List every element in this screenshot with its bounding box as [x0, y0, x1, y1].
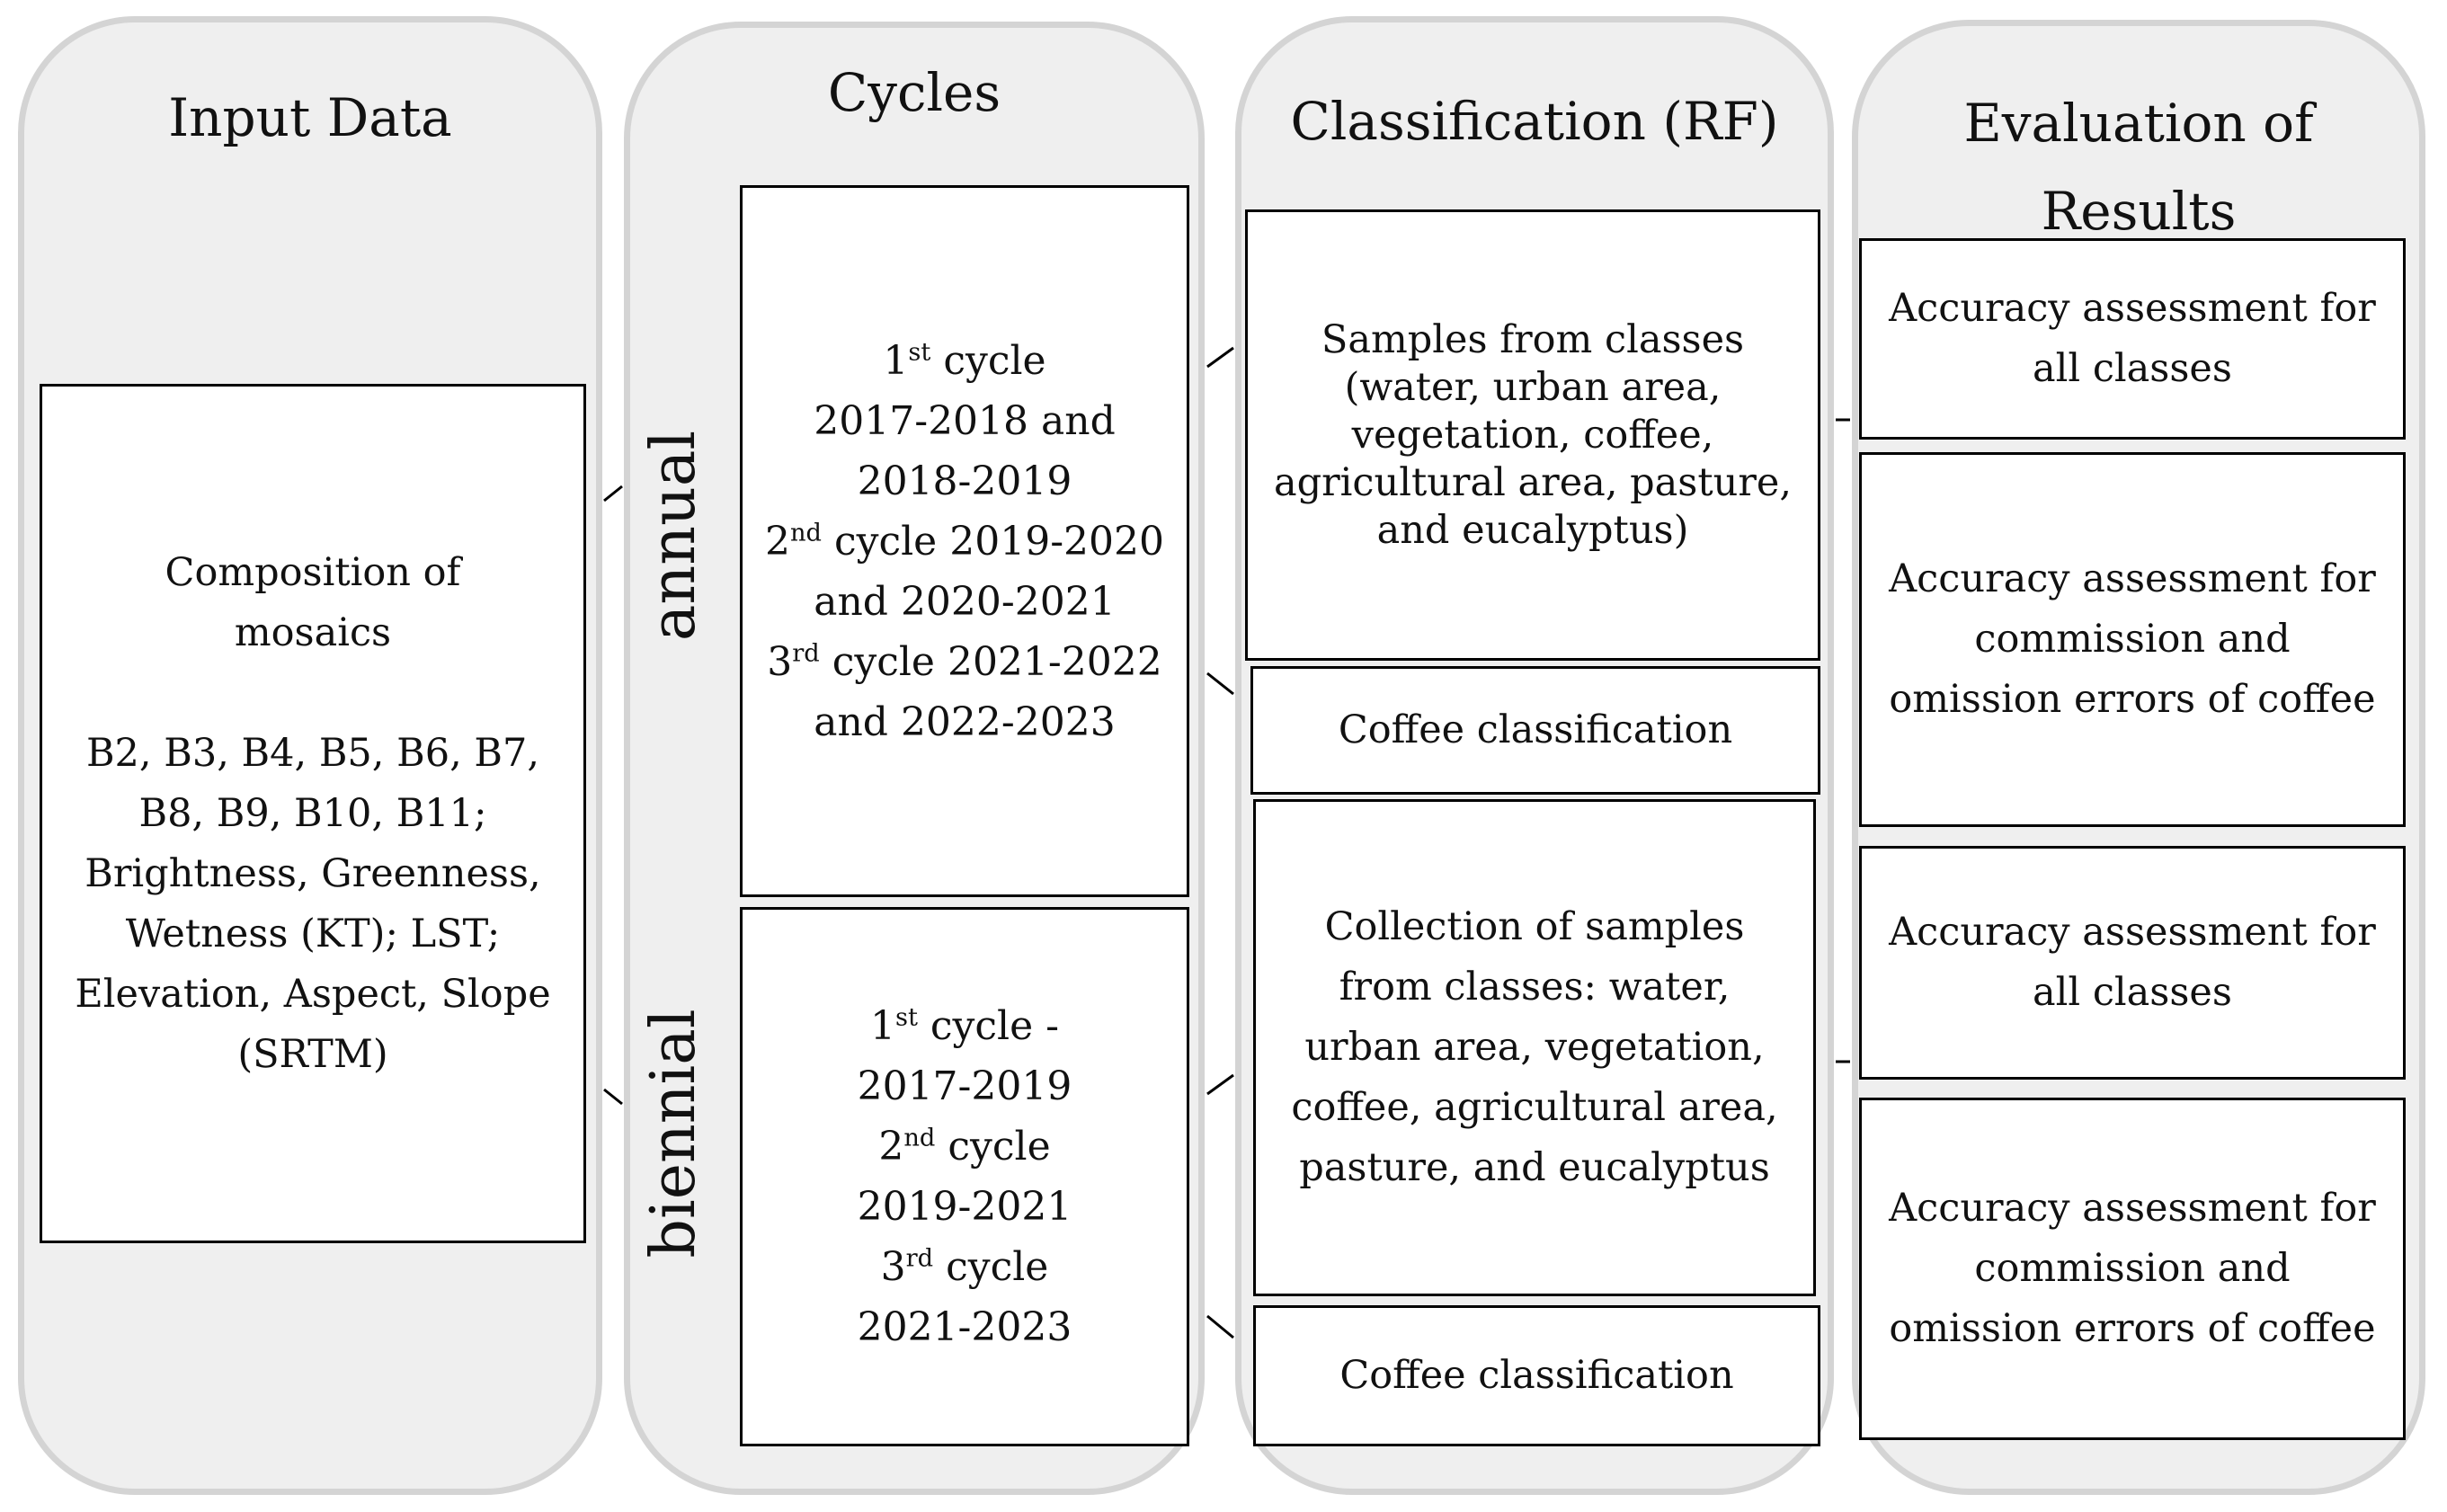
input-data-title: Input Data — [168, 87, 452, 148]
evaluation-line: all classes — [2033, 970, 2232, 1015]
evaluation-line: Accuracy assessment for — [1889, 910, 2376, 955]
biennial-coffee-classification-box: Coffee classification — [1253, 1305, 1820, 1446]
band-line: Brightness, Greenness, — [85, 850, 541, 896]
band-line: B2, B3, B4, B5, B6, B7, — [85, 730, 540, 776]
samples-line: (water, urban area, — [1344, 364, 1722, 410]
evaluation-box-coffee-errors-annual: Accuracy assessment for commission and o… — [1859, 452, 2406, 827]
cycle-line: 1st cycle - — [869, 1003, 1060, 1049]
evaluation-line: omission errors of coffee — [1889, 1306, 2376, 1351]
evaluation-line: Accuracy assessment for — [1889, 556, 2376, 601]
cycle-line: and 2020-2021 — [814, 578, 1116, 625]
samples-line: Samples from classes — [1321, 316, 1745, 362]
cycle-line: 2021-2023 — [857, 1304, 1072, 1350]
mosaic-line: Composition of — [165, 549, 461, 595]
cycle-line: 2019-2021 — [857, 1184, 1072, 1230]
connector-biennial-samples — [1206, 1073, 1234, 1096]
cycle-line: and 2022-2023 — [814, 698, 1116, 745]
biennial-cycles-box: 1st cycle - 2017-2019 2nd cycle 2019-202… — [740, 907, 1189, 1446]
cycle-line: 2018-2019 — [857, 458, 1072, 504]
cycle-line: 3rd cycle — [880, 1244, 1049, 1290]
samples-line: and eucalyptus) — [1376, 507, 1689, 553]
annual-coffee-classification-box: Coffee classification — [1250, 666, 1820, 795]
cycles-title: Cycles — [827, 62, 1001, 123]
evaluation-line: omission errors of coffee — [1889, 677, 2376, 722]
samples-line: pasture, and eucalyptus — [1299, 1145, 1770, 1190]
evaluation-line: commission and — [1974, 617, 2291, 662]
input-data-box: Composition of mosaics B2, B3, B4, B5, B… — [40, 384, 586, 1243]
band-line: (SRTM) — [237, 1031, 388, 1077]
samples-line: from classes: water, — [1339, 965, 1731, 1009]
cycle-line: 3rd cycle 2021-2022 — [767, 638, 1162, 685]
connector-biennial-coffee — [1206, 1314, 1234, 1339]
biennial-samples-box: Collection of samples from classes: wate… — [1253, 799, 1816, 1296]
coffee-classification-label: Coffee classification — [1338, 707, 1733, 752]
connector-input-biennial — [603, 1088, 623, 1106]
connector-annual-coffee — [1206, 672, 1234, 696]
mosaic-line: mosaics — [234, 609, 392, 655]
cycle-line: 1st cycle — [883, 337, 1046, 384]
annual-cycles-box: 1st cycle 2017-2018 and 2018-2019 2nd cy… — [740, 185, 1189, 897]
cycle-line: 2017-2019 — [857, 1063, 1072, 1109]
connector-annual-samples — [1206, 346, 1234, 369]
samples-line: vegetation, coffee, — [1351, 412, 1714, 458]
cycle-line: 2017-2018 and — [814, 397, 1116, 444]
evaluation-title: Evaluation of Results — [1852, 79, 2425, 255]
cycle-line: 2nd cycle — [878, 1124, 1051, 1170]
samples-line: Collection of samples — [1324, 904, 1745, 949]
band-line: B8, B9, B10, B11; — [138, 790, 487, 836]
evaluation-line: commission and — [1974, 1246, 2291, 1291]
band-line: Elevation, Aspect, Slope — [75, 971, 551, 1017]
samples-line: urban area, vegetation, — [1304, 1025, 1765, 1070]
evaluation-line: all classes — [2033, 346, 2232, 391]
annual-label: annual — [638, 430, 709, 642]
coffee-classification-label: Coffee classification — [1339, 1353, 1734, 1398]
evaluation-box-all-classes-biennial: Accuracy assessment for all classes — [1859, 846, 2406, 1080]
classification-title: Classification (RF) — [1290, 91, 1779, 152]
connector-input-annual — [603, 485, 623, 503]
band-line: Wetness (KT); LST; — [125, 911, 501, 956]
evaluation-line: Accuracy assessment for — [1889, 286, 2376, 331]
evaluation-line: Accuracy assessment for — [1889, 1186, 2376, 1231]
evaluation-title-line1: Evaluation of — [1963, 93, 2314, 154]
evaluation-box-all-classes-annual: Accuracy assessment for all classes — [1859, 238, 2406, 440]
evaluation-title-line2: Results — [2041, 181, 2237, 242]
cycle-line: 2nd cycle 2019-2020 — [764, 518, 1165, 565]
biennial-label: biennial — [638, 1009, 709, 1259]
samples-line: agricultural area, pasture, — [1273, 459, 1793, 505]
samples-line: coffee, agricultural area, — [1291, 1085, 1778, 1130]
evaluation-box-coffee-errors-biennial: Accuracy assessment for commission and o… — [1859, 1098, 2406, 1440]
annual-samples-box: Samples from classes (water, urban area,… — [1245, 209, 1820, 661]
